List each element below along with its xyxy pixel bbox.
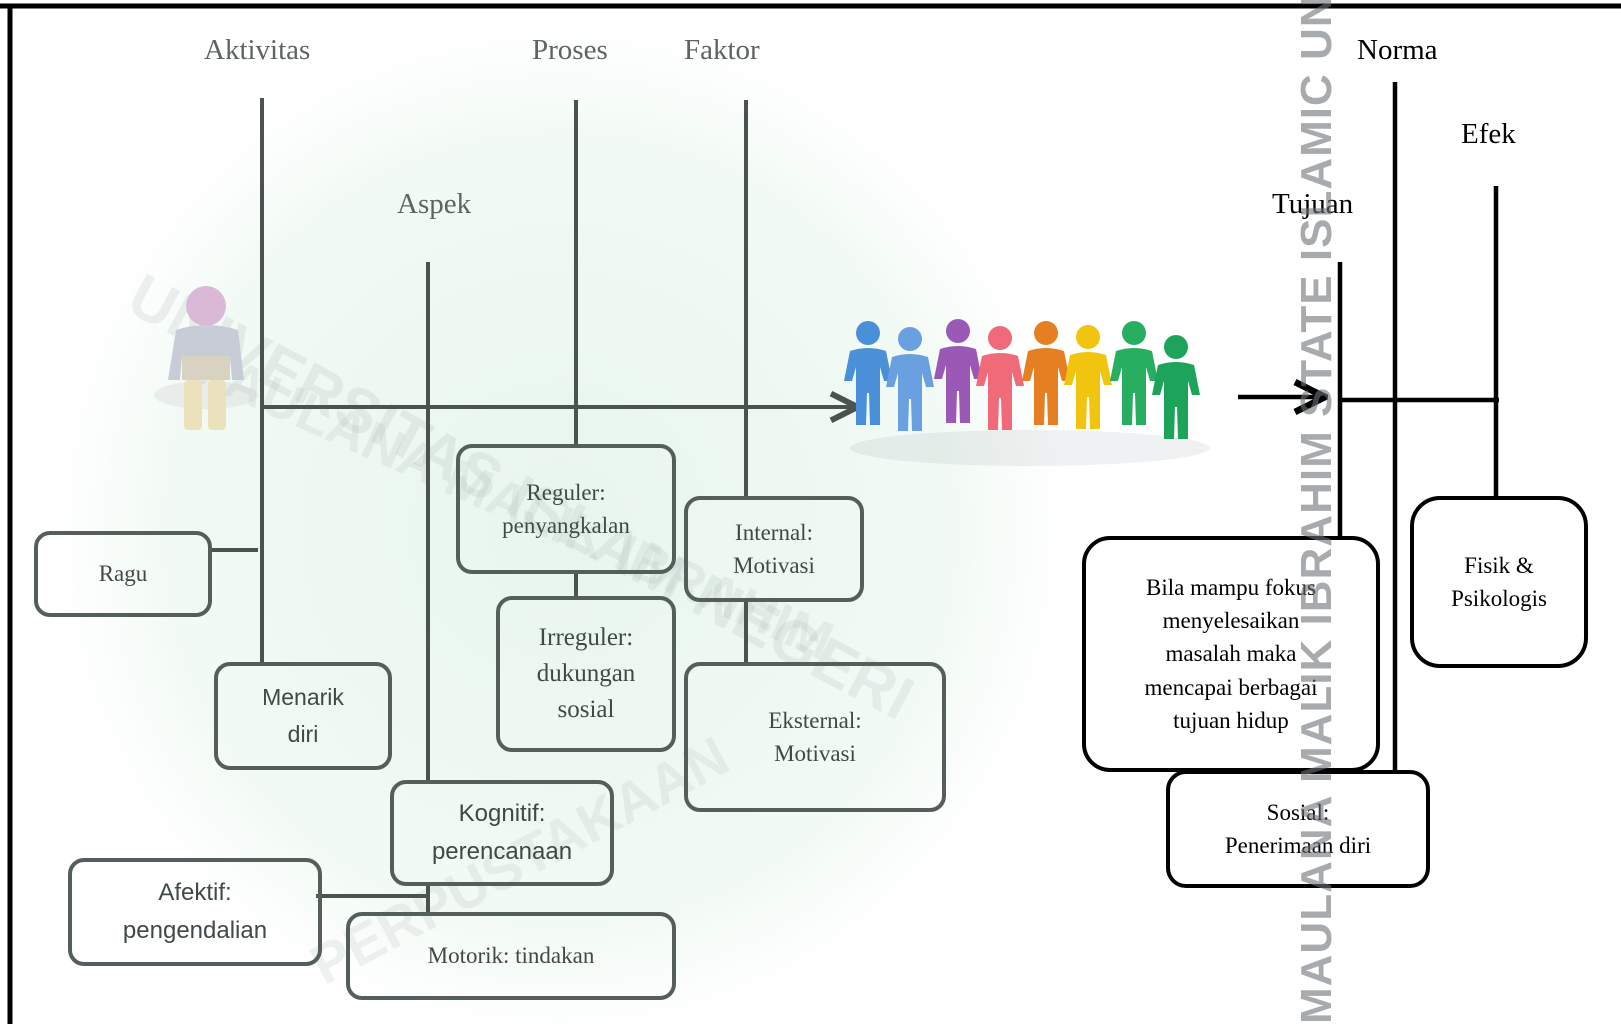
box-internal: Internal: Motivasi: [684, 496, 864, 602]
group-person-figure: [934, 319, 982, 423]
box-afektif: Afektif: pengendalian: [68, 858, 322, 966]
box-tujuan-hidup: Bila mampu fokus menyelesaikan masalah m…: [1082, 536, 1380, 772]
group-person-figure: [976, 326, 1024, 430]
watermark-vertical-text: MAULANA MALIK IBRAHIM STATE ISLAMIC UNIV…: [1292, 0, 1341, 1024]
box-motorik: Motorik: tindakan: [346, 912, 676, 1000]
university-seal-watermark: [60, 30, 1060, 1030]
group-shadow: [850, 430, 1210, 466]
header-efek: Efek: [1461, 118, 1516, 150]
group-person-figure: [886, 327, 934, 431]
fishbone-left: [210, 98, 855, 912]
group-person-figure: [844, 321, 892, 425]
header-faktor: Faktor: [684, 34, 760, 66]
header-aspek: Aspek: [397, 188, 472, 220]
box-sosial: Sosial: Penerimaan diri: [1166, 770, 1430, 888]
header-proses: Proses: [532, 34, 608, 66]
box-fisik-psikologis: Fisik & Psikologis: [1410, 496, 1588, 668]
group-person-figure: [1064, 325, 1112, 429]
box-ragu: Ragu: [34, 531, 212, 617]
header-tujuan: Tujuan: [1272, 188, 1354, 220]
box-menarik-diri: Menarik diri: [214, 662, 392, 770]
header-norma: Norma: [1357, 34, 1438, 66]
header-aktivitas: Aktivitas: [204, 34, 311, 66]
fishbone-right: [1238, 82, 1499, 770]
box-eksternal: Eksternal: Motivasi: [684, 662, 946, 812]
box-reguler: Reguler: penyangkalan: [456, 444, 676, 574]
single-person-icon: [154, 286, 258, 430]
group-person-figure: [1152, 335, 1200, 439]
group-person-figure: [1022, 321, 1070, 425]
group-people-icon: [844, 319, 1210, 466]
box-kognitif: Kognitif: perencanaan: [390, 780, 614, 886]
box-irreguler: Irreguler: dukungan sosial: [496, 596, 676, 752]
group-person-figure: [1110, 321, 1158, 425]
